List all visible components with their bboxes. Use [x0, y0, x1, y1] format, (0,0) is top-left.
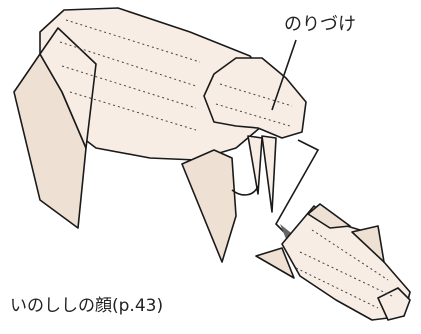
connector-line — [275, 139, 320, 233]
glue-leader-line — [271, 39, 297, 111]
face-top-ear — [307, 203, 351, 229]
body-belly-curve — [231, 185, 259, 196]
crease-4 — [69, 91, 197, 131]
glue-label: のりづけ — [284, 14, 356, 35]
body-rear-leg — [181, 149, 237, 263]
crease-2 — [59, 41, 197, 87]
face-crease-3 — [295, 267, 379, 309]
face-crease-2 — [311, 229, 389, 281]
body-inner-flap — [39, 27, 97, 149]
body-head-section — [203, 57, 307, 139]
body-fang-left — [247, 135, 263, 195]
boar-body — [13, 7, 307, 263]
face-left-ear — [255, 247, 295, 279]
face-snout — [377, 287, 411, 321]
face-crease-1 — [299, 251, 393, 297]
crease-3 — [61, 65, 197, 109]
boar-face-piece — [255, 203, 411, 321]
body-fang-right — [261, 135, 277, 213]
face-right-ear — [351, 225, 385, 263]
caption-label: いのししの顔(p.43) — [10, 296, 163, 316]
crease-1 — [65, 19, 201, 63]
